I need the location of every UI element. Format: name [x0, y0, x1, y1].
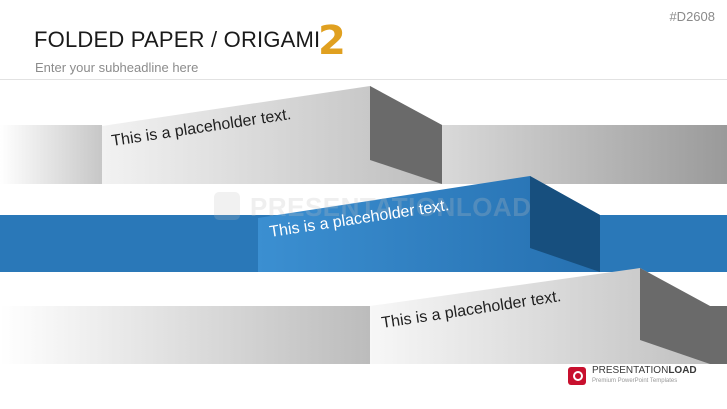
band-3: [0, 268, 727, 364]
band-3-left-strip: [0, 306, 370, 364]
band-3-front-face: [370, 268, 710, 364]
band-2: [0, 176, 727, 272]
slide-id: #D2608: [669, 9, 715, 24]
subtitle[interactable]: Enter your subheadline here: [35, 60, 199, 75]
logo-brand-text: PRESENTATIONLOAD: [592, 365, 697, 376]
band-1-front-face: [102, 86, 442, 184]
band-3-side-face: [640, 268, 710, 364]
title-number-graphic: 2: [318, 18, 346, 64]
logo-tagline: Premium PowerPoint Templates: [592, 378, 678, 384]
band-1-side-face: [370, 86, 442, 184]
page-title: FOLDED PAPER / ORIGAMI: [34, 27, 321, 52]
band-1-left-strip: [0, 125, 102, 184]
watermark: PRESENTATIONLOAD: [250, 192, 532, 222]
band-2-side-face: [530, 176, 600, 272]
band-2-front-face: [258, 176, 600, 272]
header-divider: [0, 79, 727, 80]
band-3-right-strip: [710, 306, 727, 364]
presentationload-logo-icon: [568, 367, 586, 385]
band-1-right-strip: [442, 125, 727, 184]
band-1: [0, 86, 727, 184]
watermark-icon: [214, 192, 240, 220]
